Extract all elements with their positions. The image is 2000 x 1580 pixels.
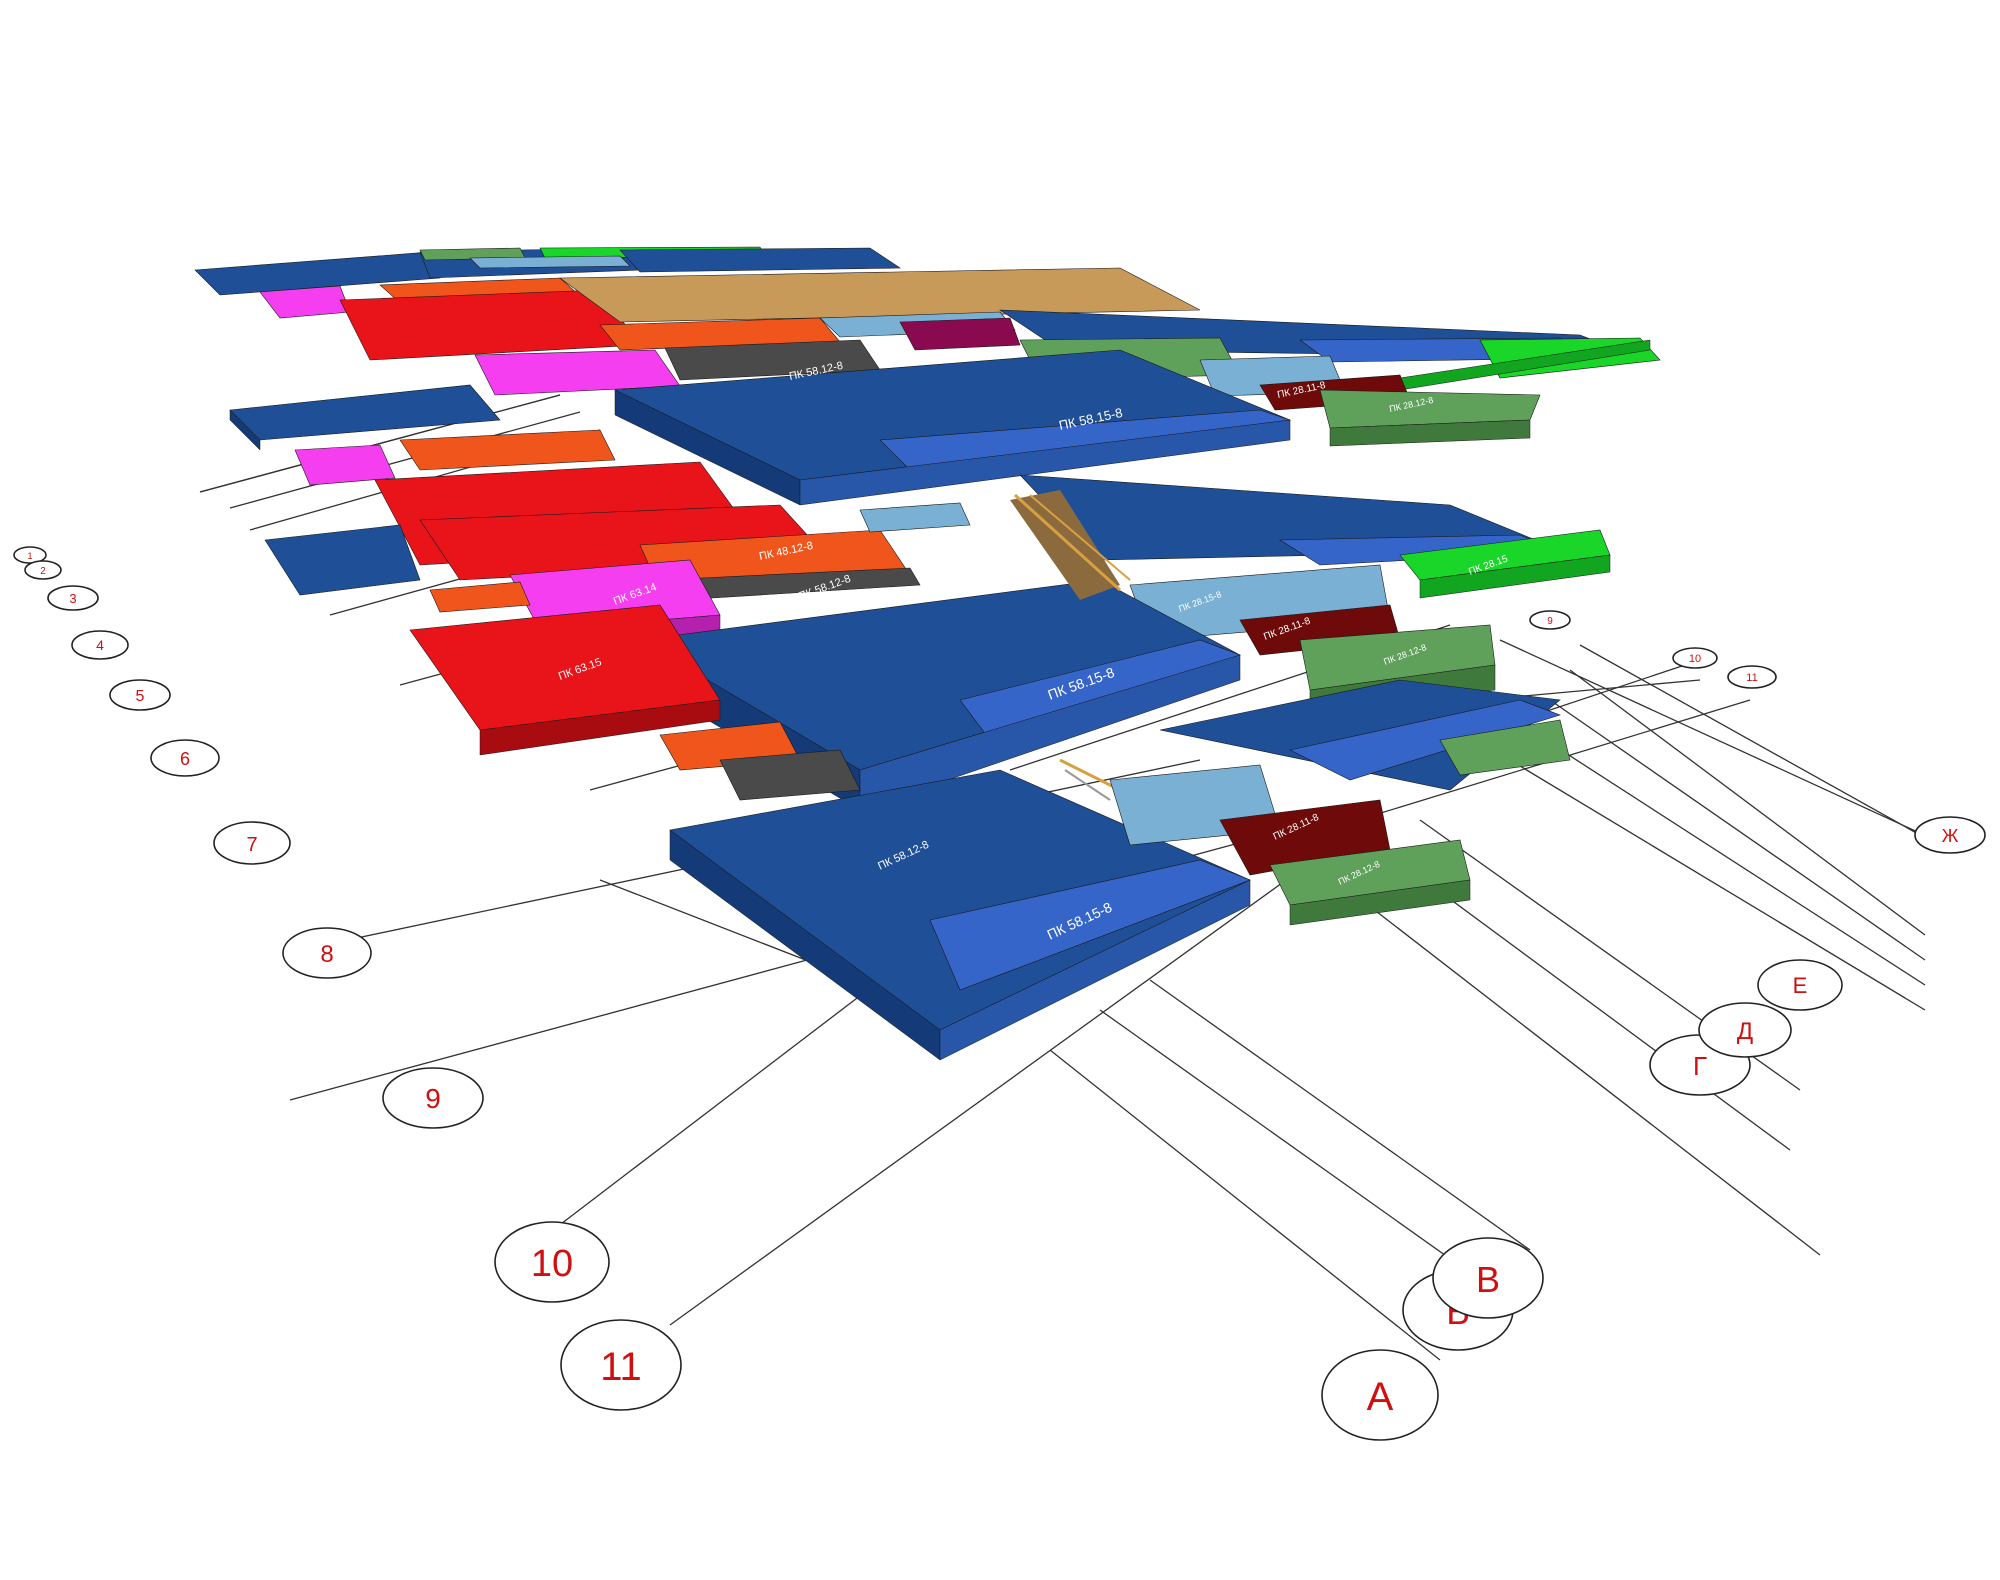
slab-dark-blue bbox=[194, 251, 441, 296]
svg-text:Е: Е bbox=[1793, 973, 1808, 998]
slab-dark-gray bbox=[719, 749, 861, 801]
slab-tan bbox=[559, 267, 1201, 323]
slab-dark-blue bbox=[229, 384, 501, 441]
slab-light-blue bbox=[469, 255, 631, 269]
svg-text:11: 11 bbox=[600, 1345, 642, 1389]
slab-red-edge bbox=[479, 699, 721, 756]
slab-orange bbox=[429, 581, 531, 613]
slab-bright-green-edge bbox=[1419, 554, 1611, 599]
slab-orange bbox=[399, 429, 616, 471]
slab-dark-blue bbox=[619, 247, 901, 273]
slab-dark-blue-edge bbox=[229, 409, 261, 451]
svg-text:Ж: Ж bbox=[1942, 826, 1959, 846]
axis-marker-10: 10 bbox=[494, 1221, 610, 1303]
slab-green bbox=[1439, 719, 1571, 776]
svg-text:9: 9 bbox=[425, 1083, 441, 1114]
svg-text:Г: Г bbox=[1693, 1051, 1707, 1081]
svg-text:8: 8 bbox=[320, 941, 333, 968]
axis-marker-11-right: 11 bbox=[1727, 665, 1777, 689]
axis-marker-A: А bbox=[1321, 1349, 1439, 1441]
slab-maroon bbox=[899, 317, 1021, 351]
svg-text:Д: Д bbox=[1737, 1018, 1753, 1045]
svg-text:2: 2 bbox=[40, 566, 46, 577]
axis-marker-V: В bbox=[1432, 1237, 1544, 1319]
slab-level-top: ПК 58.15-8 ПК 58.12-8 ПК 28.11-8 ПК 28.1… bbox=[194, 246, 1661, 506]
slab-light-blue bbox=[859, 502, 971, 533]
slab-magenta bbox=[294, 444, 396, 486]
svg-text:11: 11 bbox=[1746, 672, 1757, 684]
slab-level-bottom: ПК 58.15-8 ПК 58.12-8 ПК 63.15 ПК 28.11-… bbox=[264, 524, 1571, 1061]
svg-text:10: 10 bbox=[531, 1243, 573, 1285]
svg-text:А: А bbox=[1367, 1375, 1394, 1419]
grid-markers: 1 2 3 4 5 6 7 8 bbox=[13, 546, 1986, 1441]
axis-marker-8: 8 bbox=[282, 927, 372, 979]
axis-marker-11: 11 bbox=[560, 1319, 682, 1411]
slab-green-edge bbox=[1329, 419, 1531, 447]
slab-green-edge bbox=[1289, 879, 1471, 926]
svg-text:3: 3 bbox=[69, 591, 76, 606]
svg-text:6: 6 bbox=[180, 749, 190, 769]
axis-marker-E: Е bbox=[1757, 959, 1843, 1011]
axis-marker-3: 3 bbox=[47, 585, 99, 611]
slab-level-middle: ПК 58.15-8 ПК 58.12-8 ПК 63.14 ПК 48.12-… bbox=[229, 384, 1611, 811]
axis-marker-2: 2 bbox=[24, 560, 62, 580]
axis-marker-4: 4 bbox=[71, 630, 129, 660]
axis-marker-6: 6 bbox=[150, 739, 220, 777]
slab-mid-blue bbox=[1289, 699, 1561, 781]
slab-dark-blue bbox=[264, 524, 421, 596]
svg-text:5: 5 bbox=[136, 688, 145, 705]
svg-text:7: 7 bbox=[246, 834, 257, 856]
svg-text:4: 4 bbox=[96, 637, 104, 653]
svg-text:10: 10 bbox=[1689, 653, 1701, 665]
slab-magenta bbox=[259, 285, 351, 319]
svg-text:9: 9 bbox=[1547, 616, 1553, 627]
axis-marker-9-right: 9 bbox=[1529, 610, 1571, 630]
slab-large-blue-edge-front bbox=[799, 419, 1291, 506]
axis-marker-Zh: Ж bbox=[1914, 816, 1986, 854]
stair-element bbox=[1010, 490, 1131, 801]
slab-large-blue-edge-front bbox=[939, 879, 1251, 1061]
axis-marker-10-right: 10 bbox=[1672, 647, 1718, 669]
svg-text:В: В bbox=[1476, 1259, 1500, 1300]
axis-marker-5: 5 bbox=[109, 679, 171, 711]
axis-marker-7: 7 bbox=[213, 821, 291, 865]
axis-marker-9: 9 bbox=[382, 1067, 484, 1129]
axis-marker-D: Д bbox=[1698, 1002, 1792, 1058]
svg-text:1: 1 bbox=[27, 551, 32, 561]
